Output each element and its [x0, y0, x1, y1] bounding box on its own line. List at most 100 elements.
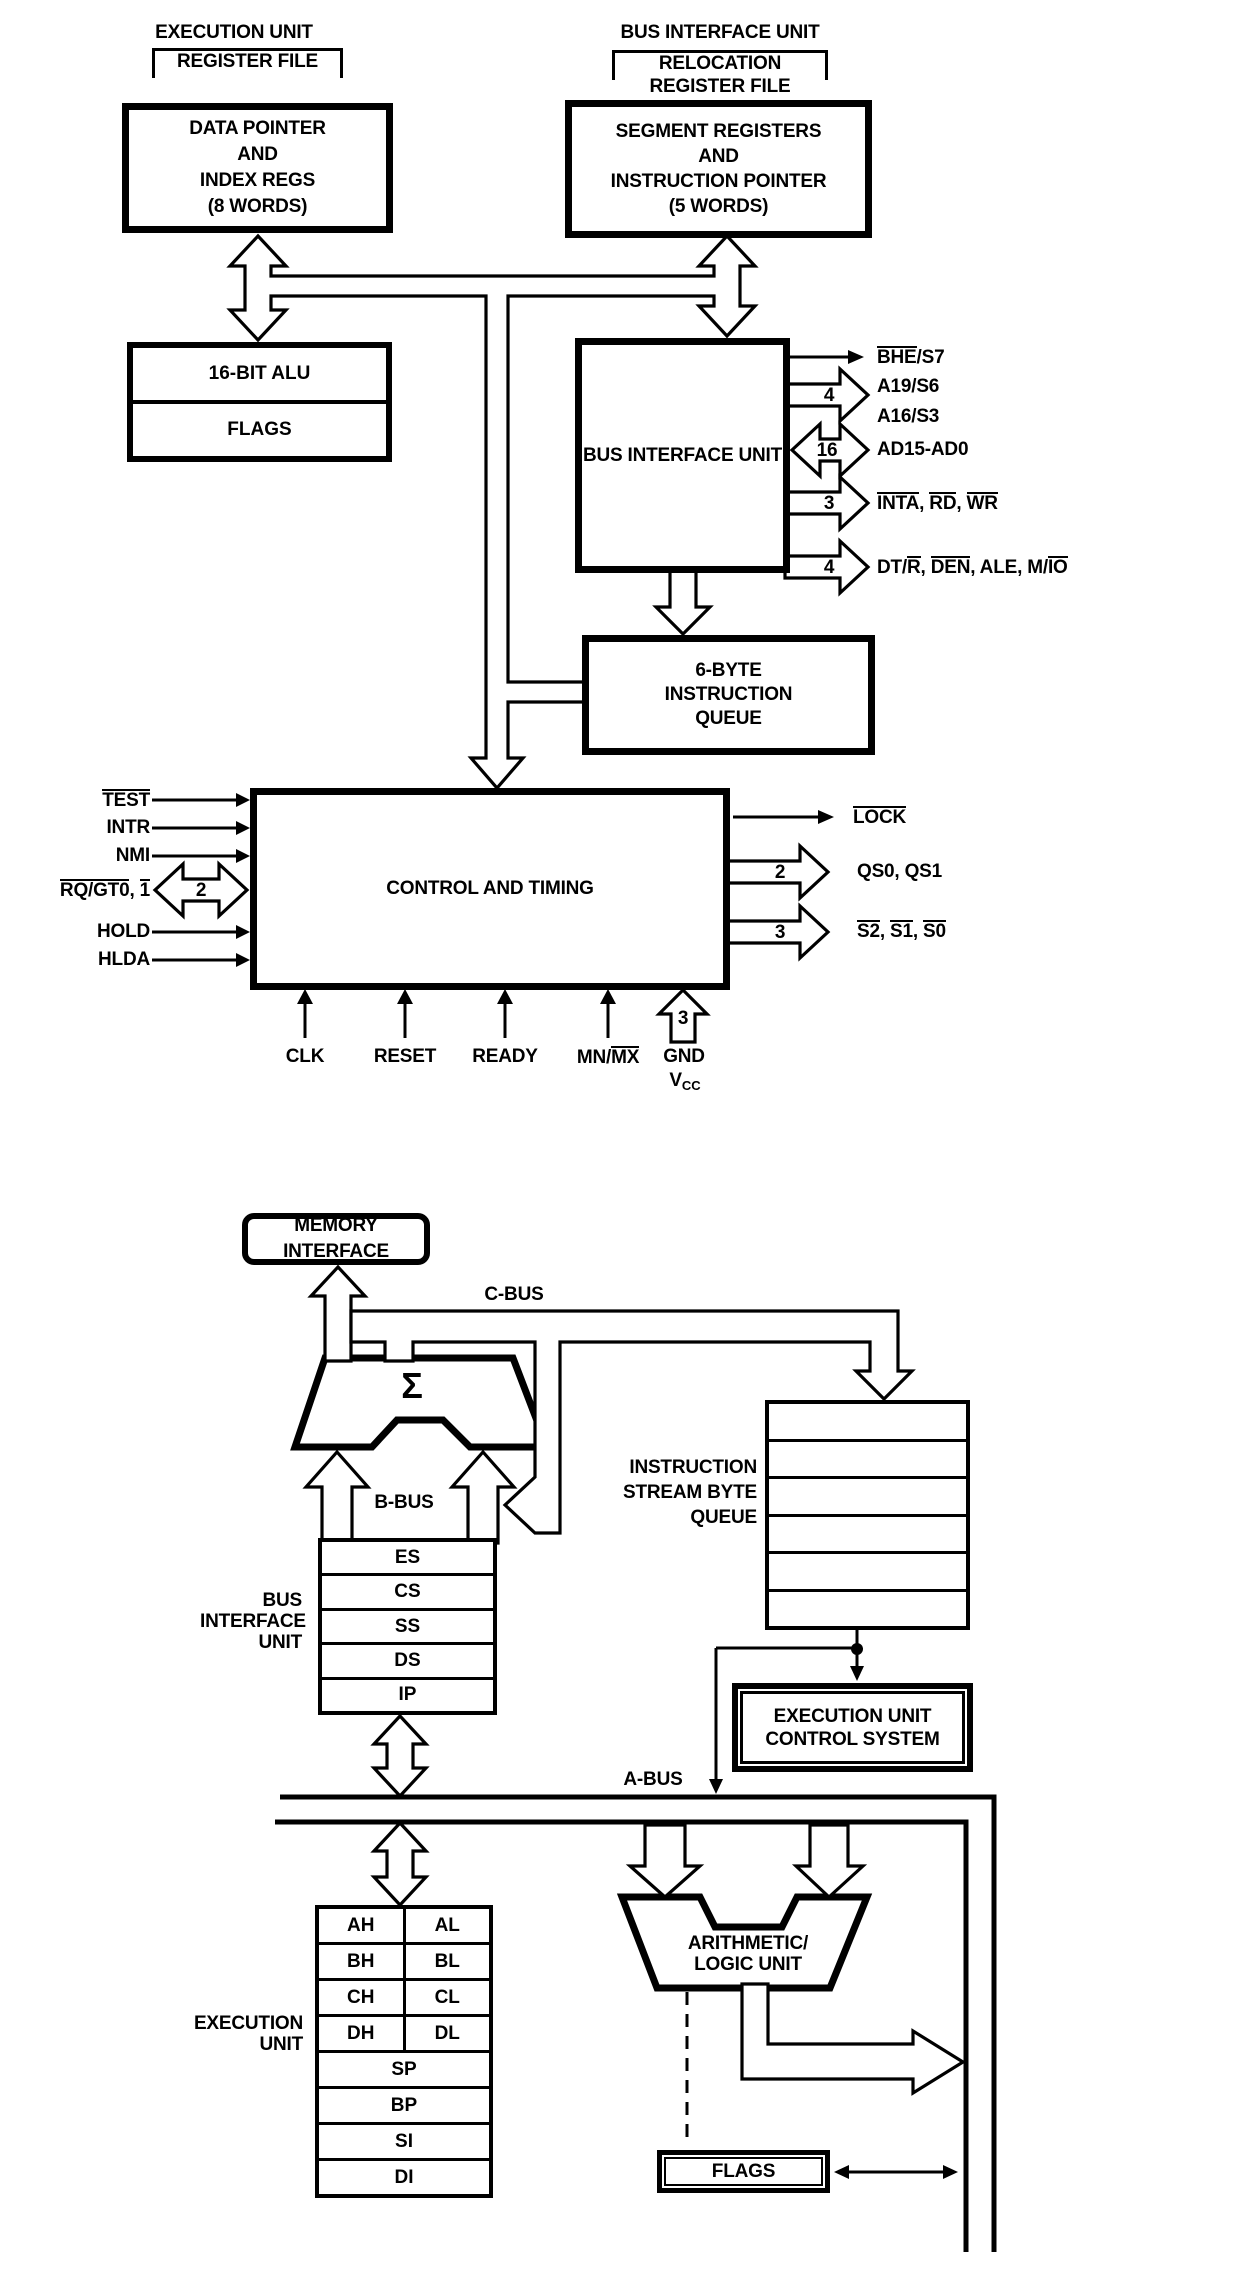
flags-row: FLAGS — [133, 404, 386, 456]
overlined-text: WR — [966, 492, 998, 514]
b-bus-right-arrow — [448, 1449, 518, 1545]
register-label: CL — [434, 1986, 460, 2008]
b-bus-label: B-BUS — [374, 1492, 434, 1513]
dt-den-ale-arrow — [783, 537, 871, 597]
b-bus-left-arrow — [302, 1449, 372, 1545]
register-cell: DH — [319, 2017, 406, 2050]
instruction-stream-byte-queue — [765, 1400, 970, 1630]
register-label: DH — [347, 2022, 375, 2044]
plain-text: DT/ — [877, 557, 908, 578]
memory-interface-label: MEMORY INTERFACE — [283, 1215, 389, 1262]
signal-ready: READY — [472, 1046, 538, 1067]
plain-text: MN/ — [576, 1047, 612, 1068]
signal-reset: RESET — [373, 1046, 437, 1067]
register-row-cx: CH CL — [319, 1981, 489, 2017]
qs-arrow — [726, 842, 831, 902]
queue-slot — [769, 1404, 966, 1442]
label-line: ARITHMETIC/ — [687, 1933, 809, 1954]
queue-label: INSTRUCTION STREAM BYTE QUEUE — [588, 1455, 757, 1530]
signal-ad15-ad0: AD15-AD0 — [877, 439, 969, 460]
flags-box: FLAGS — [657, 2150, 830, 2193]
ad-bus-double-arrow — [789, 420, 871, 480]
overlined-text: IO — [1047, 556, 1068, 578]
box-line: (5 WORDS) — [668, 196, 769, 217]
control-and-timing-box: CONTROL AND TIMING — [250, 788, 730, 990]
instruction-queue-box: 6-BYTE INSTRUCTION QUEUE — [582, 635, 875, 755]
signal-test: TEST — [20, 789, 150, 811]
adder-shape — [290, 1354, 553, 1451]
register-label: CS — [394, 1581, 421, 1603]
register-label: DL — [434, 2022, 460, 2044]
signal-mn-mx: MN/MX — [562, 1046, 654, 1068]
label-line: QUEUE — [690, 1507, 757, 1528]
register-row-sp: SP — [319, 2053, 489, 2089]
register-row-cs: CS — [322, 1576, 493, 1611]
memory-interface-box: MEMORY INTERFACE — [242, 1213, 430, 1265]
register-row-di: DI — [319, 2161, 489, 2194]
queue-slot — [769, 1592, 966, 1627]
overlined-text: R — [907, 556, 921, 578]
box-line: 6-BYTE — [695, 660, 762, 681]
alu-shape — [616, 1893, 873, 1992]
register-cell: DL — [406, 2017, 490, 2050]
register-label: CH — [347, 1986, 375, 2008]
register-row-bp: BP — [319, 2089, 489, 2125]
register-cell: AH — [319, 1909, 406, 1942]
bus-width-2: 2 — [774, 862, 786, 883]
overlined-text: DEN — [930, 556, 971, 578]
label-line: LOGIC UNIT — [694, 1954, 802, 1975]
box-line: SEGMENT REGISTERS — [615, 121, 822, 142]
register-label: ES — [394, 1546, 421, 1568]
register-label: BP — [390, 2094, 418, 2116]
bus-width-4: 4 — [823, 557, 835, 578]
signal-nmi: NMI — [115, 845, 150, 866]
signal-qs0-qs1: QS0, QS1 — [857, 861, 942, 882]
inta-rd-wr-arrow — [783, 473, 871, 533]
alu-feed-left-arrow — [625, 1823, 705, 1900]
alu-flags-box: 16-BIT ALU FLAGS — [127, 342, 392, 462]
box-line: QUEUE — [695, 708, 762, 729]
signal-hlda: HLDA — [98, 949, 150, 970]
subscript-text: CC — [681, 1078, 701, 1093]
hollow-arrows — [152, 233, 967, 2096]
biu-bracket-label2: REGISTER FILE — [649, 76, 791, 97]
register-cell: CL — [406, 1981, 490, 2014]
label-line: INSTRUCTION — [629, 1457, 757, 1478]
data-pointer-box: DATA POINTER AND INDEX REGS (8 WORDS) — [122, 103, 393, 233]
bus-width-3: 3 — [774, 922, 786, 943]
box-line: AND — [237, 144, 278, 165]
a-bus-label: A-BUS — [623, 1769, 683, 1790]
signal-intr: INTR — [106, 817, 150, 838]
plain-text: , ALE, M/ — [970, 557, 1048, 578]
signal-dt-den-ale-mio: DT/R, DEN, ALE, M/IO — [877, 556, 1068, 578]
biu-to-queue-arrow — [652, 566, 714, 637]
queue-slot — [769, 1554, 966, 1592]
queue-slot — [769, 1479, 966, 1517]
overlined-text: BHE — [877, 346, 917, 368]
plain-text: , — [919, 493, 930, 514]
overlined-text: S1 — [890, 920, 913, 942]
register-row-si: SI — [319, 2125, 489, 2161]
eu-register-file-bracket — [152, 48, 343, 78]
alu-16bit-row: 16-BIT ALU — [133, 348, 386, 404]
overlined-text: INTA — [877, 492, 920, 514]
register-cell: AL — [406, 1909, 490, 1942]
box-line: EXECUTION UNIT — [773, 1705, 932, 1727]
biu-stack-label: BUS INTERFACE UNIT — [200, 1590, 306, 1653]
alu-row-label: 16-BIT ALU — [208, 363, 311, 384]
box-line: CONTROL SYSTEM — [765, 1728, 940, 1750]
internal-bus-channel — [226, 233, 759, 791]
box-line: INDEX REGS — [199, 170, 316, 191]
plain-text: V — [669, 1070, 682, 1091]
biu-bracket-label: RELOCATION — [658, 53, 782, 74]
register-cell: CH — [319, 1981, 406, 2014]
signal-lock: LOCK — [853, 806, 906, 828]
eu-header-title: EXECUTION UNIT — [155, 22, 313, 43]
alu-output-arrow — [740, 1982, 967, 2096]
eu-bracket-label: REGISTER FILE — [177, 51, 318, 72]
signal-a19-s6: A19/S6 — [877, 376, 940, 397]
register-label: IP — [398, 1684, 417, 1706]
register-label: AH — [347, 1914, 375, 1936]
